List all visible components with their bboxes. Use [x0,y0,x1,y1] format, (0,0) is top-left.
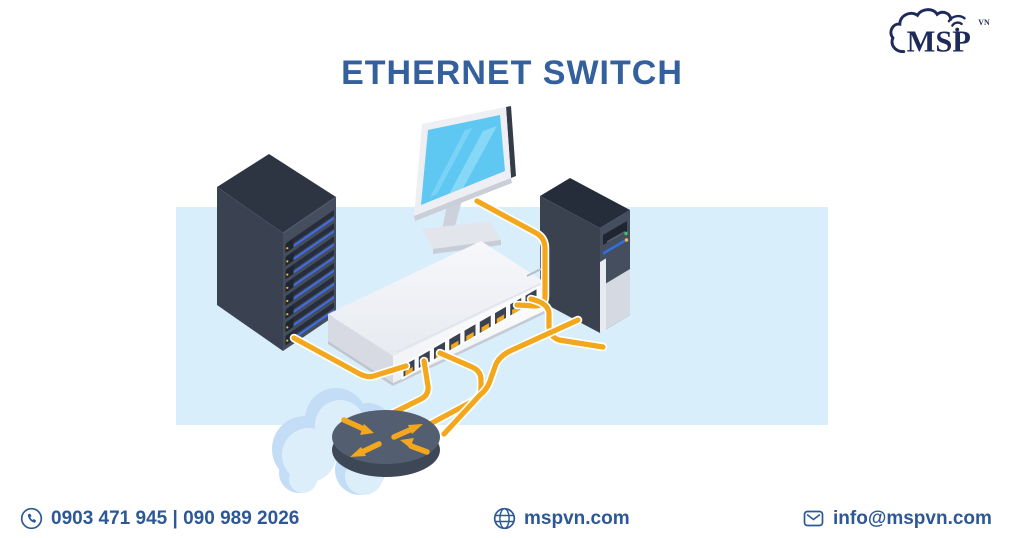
footer-website: mspvn.com [493,507,630,530]
wifi-icon [947,14,966,32]
cloud-outline-icon [889,8,953,54]
footer-email: info@mspvn.com [802,507,992,530]
logo-superscript: VN [978,18,990,27]
desktop-pc [540,178,630,333]
globe-icon [493,507,516,530]
email-icon [803,510,824,527]
router [332,410,440,477]
footer-phone-numbers: 0903 471 945 | 090 989 2026 [51,507,300,529]
page-title: ETHERNET SWITCH [341,54,683,92]
cable-switch-to-pc [526,294,608,352]
phone-icon [20,507,43,530]
logo-brand-text: MSP [907,25,971,58]
drive-bay [603,221,627,245]
monitor-stand [441,197,463,235]
cable-pc-to-router [439,315,583,439]
rack-units [285,210,334,346]
cable-server-to-switch [289,333,411,381]
footer-phone: 0903 471 945 | 090 989 2026 [20,507,299,530]
footer-email-text: info@mspvn.com [833,507,992,529]
server-rack [217,154,337,351]
ethernet-switch [328,241,546,386]
footer-website-text: mspvn.com [524,507,630,529]
monitor [414,106,516,254]
disk-led [624,238,629,242]
router-arrows [341,417,430,457]
cables [289,196,608,439]
cable-switch-to-router-1 [386,356,433,419]
screen-glare [430,126,497,198]
power-led [624,231,628,236]
msp-logo: MSP VN [889,8,990,58]
